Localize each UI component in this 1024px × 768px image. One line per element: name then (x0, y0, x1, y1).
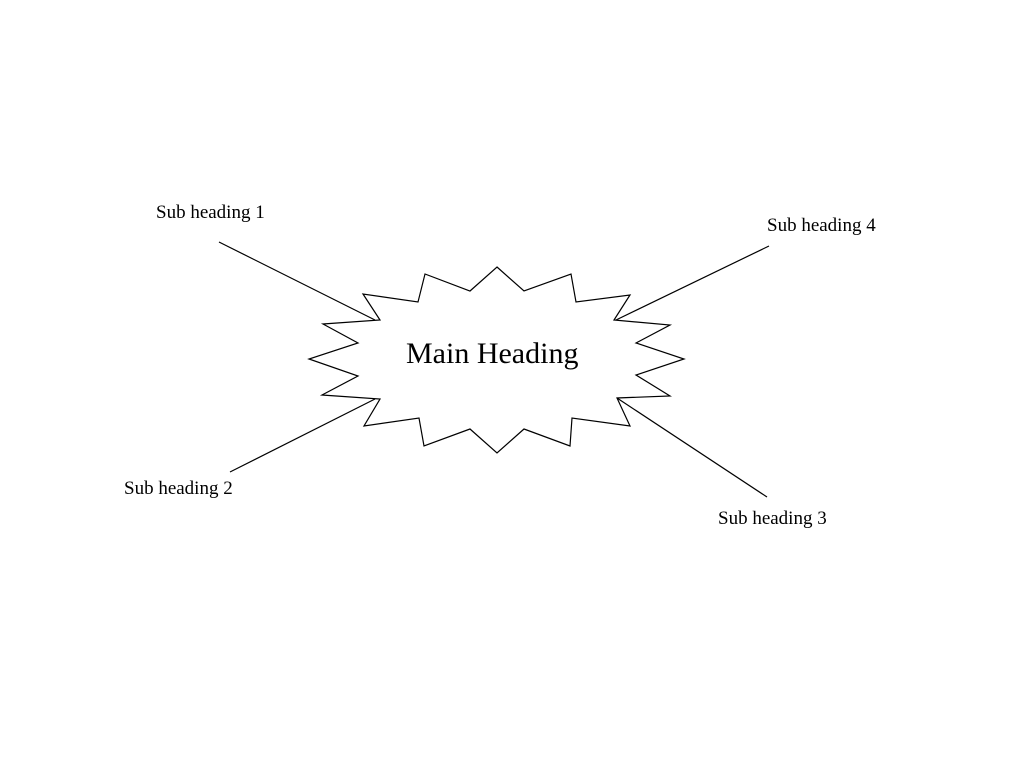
connector-line-sub-heading-2 (229, 398, 376, 473)
starburst-shape (307, 266, 686, 454)
connector-line-sub-heading-4 (615, 245, 770, 321)
connector-line-sub-heading-1 (218, 241, 376, 321)
sub-heading-4: Sub heading 4 (767, 215, 876, 236)
main-heading: Main Heading (406, 337, 579, 370)
sub-heading-3: Sub heading 3 (718, 508, 827, 529)
sub-heading-1: Sub heading 1 (156, 202, 265, 223)
sub-heading-2: Sub heading 2 (124, 478, 233, 499)
connector-line-sub-heading-3 (616, 397, 768, 498)
